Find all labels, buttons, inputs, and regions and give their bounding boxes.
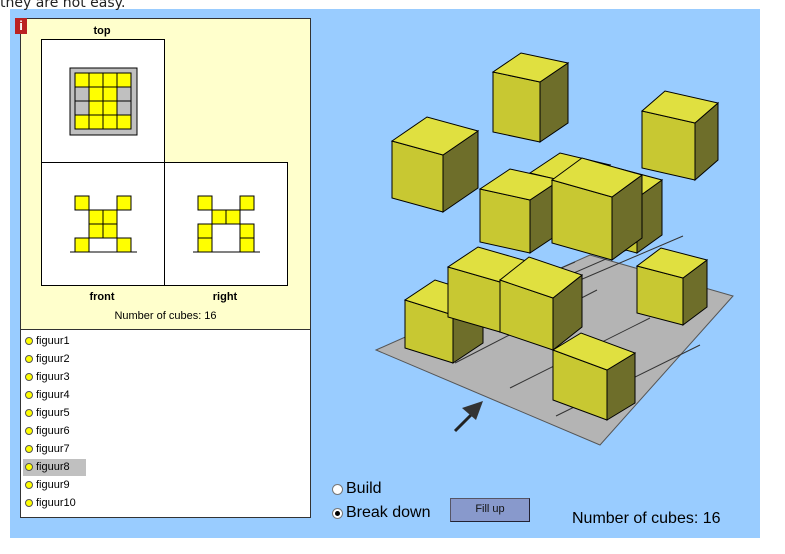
- figure-list-item[interactable]: figuur9: [23, 477, 74, 494]
- cube-top-face: [550, 157, 644, 198]
- bullet-icon: [25, 463, 33, 472]
- direction-arrow-icon: [462, 401, 483, 420]
- cube-top-face: [390, 116, 480, 156]
- left-panel: top front right Number of cubes: 16 figu…: [20, 18, 311, 518]
- bullet-icon: [25, 355, 33, 364]
- view-cell: [74, 195, 90, 211]
- app-logo-icon: i: [15, 18, 27, 34]
- figure-name: figuur2: [36, 353, 70, 365]
- front-view: [41, 162, 165, 286]
- view-cell: [225, 209, 241, 225]
- figure-list-item[interactable]: figuur6: [23, 423, 74, 440]
- radio-checked-icon: [332, 507, 343, 519]
- build-radio[interactable]: Build: [332, 480, 382, 498]
- cube-count: Number of cubes: 16: [572, 510, 721, 527]
- bullet-icon: [25, 427, 33, 436]
- cube: [491, 52, 570, 143]
- cube: [550, 157, 644, 261]
- figure-list-item[interactable]: figuur10: [23, 495, 80, 512]
- cube: [498, 256, 584, 352]
- figure-name: figuur7: [36, 443, 70, 455]
- bullet-icon: [25, 337, 33, 346]
- cube: [640, 90, 720, 182]
- top-view: [41, 39, 165, 163]
- bullet-icon: [25, 409, 33, 418]
- bullet-icon: [25, 481, 33, 490]
- cube-left-face: [492, 71, 541, 143]
- figure-list-item[interactable]: figuur1: [23, 333, 74, 350]
- top-view-cell: [116, 114, 132, 130]
- figure-name: figuur1: [36, 335, 70, 347]
- bullet-icon: [25, 445, 33, 454]
- top-view-label: top: [93, 25, 111, 37]
- cube: [635, 247, 709, 326]
- figure-name: figuur4: [36, 389, 70, 401]
- front-view-label: front: [89, 291, 115, 303]
- figure-list-item[interactable]: figuur8: [23, 459, 86, 476]
- cube-top-face: [635, 247, 709, 279]
- cube-top-face: [640, 90, 720, 124]
- cube-top-face: [478, 168, 562, 201]
- view-cell: [102, 223, 118, 239]
- figure-name: figuur10: [36, 497, 76, 509]
- right-view: [164, 162, 288, 286]
- view-cell: [116, 195, 132, 211]
- fill-up-button[interactable]: Fill up: [450, 498, 530, 522]
- figure-list-item[interactable]: figuur4: [23, 387, 74, 404]
- bullet-icon: [25, 373, 33, 382]
- break-down-radio[interactable]: Break down: [332, 504, 431, 522]
- bullet-icon: [25, 391, 33, 400]
- figure-list-item[interactable]: figuur5: [23, 405, 74, 422]
- radio-icon: [332, 483, 343, 495]
- cube-top-face: [498, 256, 584, 299]
- view-cell: [197, 195, 213, 211]
- figure-list-item[interactable]: figuur7: [23, 441, 74, 458]
- projection-views: top front right Number of cubes: 16: [21, 19, 310, 330]
- figure-list-item[interactable]: figuur3: [23, 369, 74, 386]
- caption-text: they are not easy.: [0, 0, 126, 11]
- right-view-label: right: [212, 291, 238, 303]
- build-label: Build: [346, 480, 382, 497]
- cube-count-label: Number of cubes: 16: [114, 310, 217, 322]
- cube: [478, 168, 562, 254]
- cube: [390, 116, 480, 213]
- cube-top-face: [491, 52, 570, 83]
- cube-top-face: [551, 332, 637, 371]
- figure-name: figuur6: [36, 425, 70, 437]
- figure-name: figuur9: [36, 479, 70, 491]
- figure-name: figuur5: [36, 407, 70, 419]
- bullet-icon: [25, 499, 33, 508]
- figure-name: figuur3: [36, 371, 70, 383]
- figure-name: figuur8: [36, 461, 70, 473]
- cube: [551, 332, 637, 421]
- view-cell: [239, 195, 255, 211]
- figure-list-item[interactable]: figuur2: [23, 351, 74, 368]
- break-down-label: Break down: [346, 504, 431, 521]
